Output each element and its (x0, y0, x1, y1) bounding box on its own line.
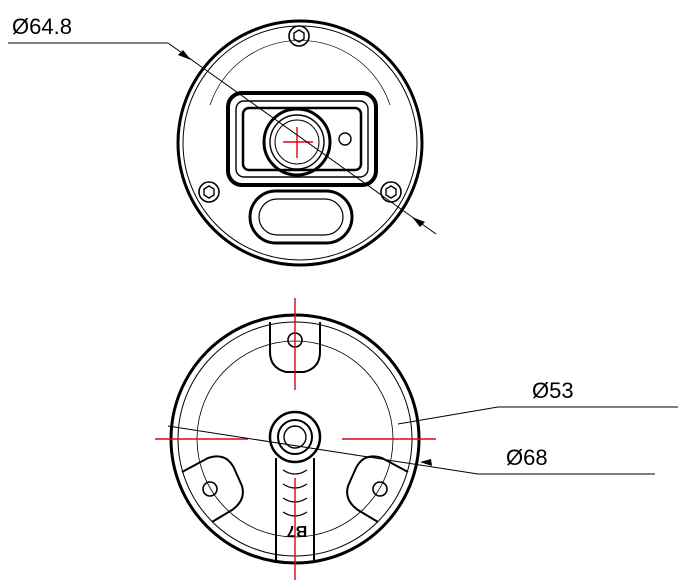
lower-slot (248, 189, 354, 245)
front-centerlines (283, 127, 313, 158)
front-screw-right (380, 181, 402, 203)
front-diameter-label: Ø64.8 (12, 14, 72, 39)
base-inner-diameter-dimension (397, 406, 678, 425)
base-marking: B7 (287, 522, 308, 539)
base-outer-diameter-dimension (167, 425, 655, 475)
front-screw-left (198, 181, 220, 203)
light-sensor (338, 132, 352, 146)
front-diameter-dimension (8, 42, 437, 235)
base-cable-channel (275, 458, 315, 560)
front-screw-top (288, 25, 310, 47)
front-housing-inner (182, 25, 418, 261)
base-inner-diameter-label: Ø53 (532, 378, 574, 403)
base-center-boss (268, 410, 322, 464)
base-outer-diameter-label: Ø68 (506, 445, 548, 470)
base-mount-lobe-left (181, 455, 244, 523)
base-centerlines (155, 298, 436, 580)
lens (262, 107, 332, 177)
base-mount-lobe-right (346, 455, 409, 523)
front-housing-outer (176, 19, 424, 267)
camera-front-view (176, 19, 424, 267)
